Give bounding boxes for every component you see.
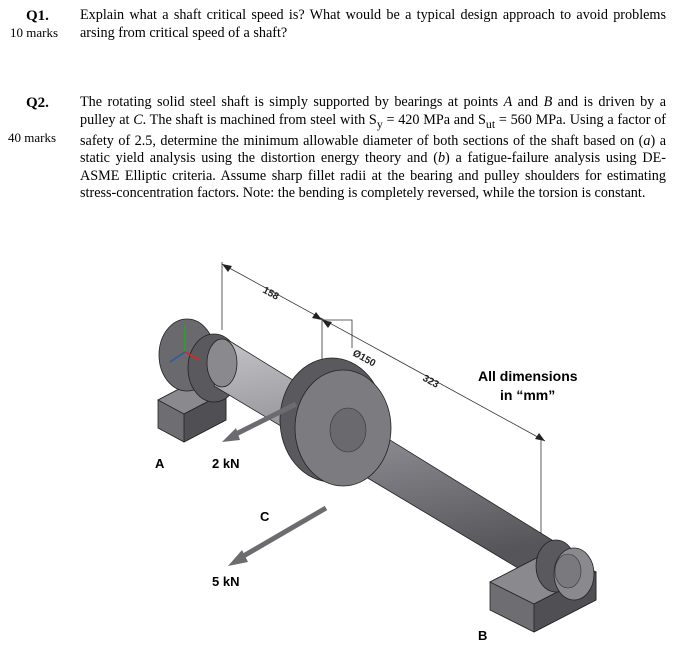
q2-marks: 40 marks (8, 130, 57, 145)
pulley-c (279, 357, 392, 487)
point-b-ref: B (543, 94, 553, 110)
dim-323: 323 (421, 373, 441, 391)
q1-marks: 10 marks (10, 25, 59, 40)
label-point-b: B (478, 628, 487, 643)
point-c-ref: C (133, 111, 143, 128)
bearing-a (157, 318, 241, 443)
q2-number: Q2. (26, 95, 49, 111)
q2-text: The rotating solid steel shaft is simply… (80, 94, 667, 202)
dimensions-note-line2: in “mm” (500, 387, 555, 403)
dimensions-note-line1: All dimensions (478, 368, 578, 384)
axis-triad-icon (169, 326, 201, 363)
force-arrow-5kn (228, 505, 328, 566)
label-point-c: C (260, 509, 270, 524)
q1-number: Q1. (26, 8, 49, 24)
label-point-a: A (155, 456, 165, 471)
label-force-5kn: 5 kN (212, 574, 239, 589)
point-a-ref: A (503, 94, 513, 110)
dimension-arrowheads (222, 264, 545, 441)
bearing-b (489, 539, 597, 633)
label-force-2kn: 2 kN (212, 456, 239, 471)
dim-158: 158 (261, 285, 281, 303)
force-arrow-2kn (222, 401, 298, 442)
q1-text: Explain what a shaft critical speed is? … (80, 7, 666, 41)
